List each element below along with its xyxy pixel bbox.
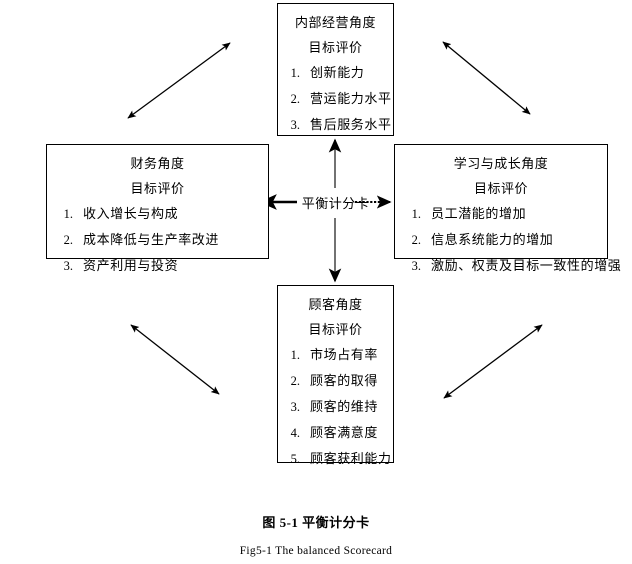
box-financial-perspective: 财务角度 目标评价 1. 收入增长与构成 2. 成本降低与生产率改进 3. 资产…: [46, 144, 269, 273]
arrow-diagonal-bottom-left: [130, 324, 220, 395]
arrow-diagonal-top-right: [442, 41, 531, 115]
list-item: 1. 创新能力: [278, 60, 393, 86]
list-item-number: 2.: [290, 374, 300, 388]
list-item-number: 1.: [290, 348, 300, 362]
list-item-text: 市场占有率: [310, 347, 379, 362]
list-item: 5. 顾客获利能力: [278, 446, 393, 472]
list-item-number: 1.: [63, 207, 73, 221]
list-item-number: 1.: [411, 207, 421, 221]
list-item: 3. 激励、权责及目标一致性的增强: [395, 253, 621, 279]
box-internal-title: 内部经营角度: [294, 15, 376, 30]
list-item-number: 2.: [63, 233, 73, 247]
box-internal-subtitle: 目标评价: [308, 40, 363, 55]
list-item-number: 2.: [411, 233, 421, 247]
box-learning-growth-perspective: 学习与成长角度 目标评价 1. 员工潜能的增加 2. 信息系统能力的增加 3. …: [394, 144, 621, 273]
box-finance-list: 1. 收入增长与构成 2. 成本降低与生产率改进 3. 资产利用与投资: [47, 201, 268, 279]
list-item: 3. 资产利用与投资: [47, 253, 268, 279]
list-item-number: 3.: [63, 259, 73, 273]
box-customer-list: 1. 市场占有率 2. 顾客的取得 3. 顾客的维持 4. 顾客满意度 5. 顾…: [278, 342, 393, 472]
list-item-text: 资产利用与投资: [83, 258, 179, 273]
list-item-text: 顾客获利能力: [310, 451, 392, 466]
box-learning-subtitle: 目标评价: [473, 181, 528, 196]
box-customer-subtitle: 目标评价: [308, 322, 363, 337]
list-item: 4. 顾客满意度: [278, 420, 393, 446]
list-item-number: 2.: [290, 92, 300, 106]
list-item-text: 收入增长与构成: [83, 206, 179, 221]
list-item-number: 1.: [290, 66, 300, 80]
box-internal-list: 1. 创新能力 2. 营运能力水平 3. 售后服务水平: [278, 60, 393, 138]
list-item-text: 顾客满意度: [310, 425, 379, 440]
list-item: 2. 成本降低与生产率改进: [47, 227, 268, 253]
list-item-text: 成本降低与生产率改进: [83, 232, 220, 247]
figure-caption-chinese: 图 5-1 平衡计分卡: [262, 515, 370, 530]
list-item: 3. 顾客的维持: [278, 394, 393, 420]
figure-caption: 图 5-1 平衡计分卡 Fig5-1 The balanced Scorecar…: [0, 512, 632, 557]
box-customer-perspective: 顾客角度 目标评价 1. 市场占有率 2. 顾客的取得 3. 顾客的维持 4. …: [277, 285, 394, 466]
list-item-number: 3.: [290, 118, 300, 132]
list-item: 1. 收入增长与构成: [47, 201, 268, 227]
list-item-text: 激励、权责及目标一致性的增强: [431, 258, 622, 273]
list-item: 1. 市场占有率: [278, 342, 393, 368]
list-item: 2. 营运能力水平: [278, 86, 393, 112]
list-item-text: 创新能力: [310, 65, 365, 80]
box-finance-title: 财务角度: [130, 156, 185, 171]
box-internal-perspective: 内部经营角度 目标评价 1. 创新能力 2. 营运能力水平 3. 售后服务水平: [277, 3, 394, 136]
arrow-diagonal-top-left: [127, 42, 231, 119]
list-item-text: 员工潜能的增加: [431, 206, 527, 221]
list-item: 2. 信息系统能力的增加: [395, 227, 607, 253]
list-item: 3. 售后服务水平: [278, 112, 393, 138]
list-item: 2. 顾客的取得: [278, 368, 393, 394]
list-item-number: 4.: [290, 426, 300, 440]
box-finance-subtitle: 目标评价: [130, 181, 185, 196]
list-item-number: 3.: [290, 400, 300, 414]
arrow-diagonal-bottom-right: [443, 324, 543, 399]
list-item-text: 售后服务水平: [310, 117, 392, 132]
list-item-text: 顾客的维持: [310, 399, 379, 414]
box-learning-list: 1. 员工潜能的增加 2. 信息系统能力的增加 3. 激励、权责及目标一致性的增…: [395, 201, 621, 279]
box-customer-title: 顾客角度: [308, 297, 363, 312]
list-item-number: 5.: [290, 452, 300, 466]
list-item-text: 营运能力水平: [310, 91, 392, 106]
center-label-balanced-scorecard: 平衡计分卡: [301, 196, 370, 211]
list-item-number: 3.: [411, 259, 421, 273]
list-item-text: 顾客的取得: [310, 373, 379, 388]
figure-caption-english: Fig5-1 The balanced Scorecard: [239, 545, 393, 557]
list-item-text: 信息系统能力的增加: [431, 232, 554, 247]
box-learning-title: 学习与成长角度: [453, 156, 549, 171]
list-item: 1. 员工潜能的增加: [395, 201, 607, 227]
